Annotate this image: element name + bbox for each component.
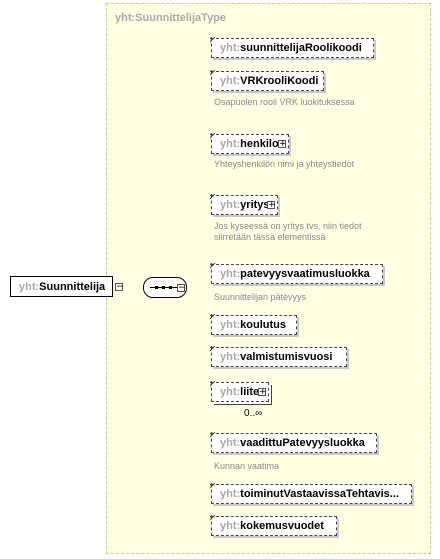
element-annotation: Suunnittelijan pätevyys xyxy=(214,292,307,302)
element-label: yht:yritys xyxy=(220,199,270,211)
type-title: yht:SuunnittelijaType xyxy=(115,12,227,24)
sequence-compositor xyxy=(143,277,187,298)
element-label: yht:toiminutVastaavissaTehtavis... xyxy=(220,488,399,500)
element-annotation: Osapuolen rooli VRK luokituksessa xyxy=(214,97,355,107)
element-corner-icon xyxy=(210,263,216,269)
collapse-root-icon[interactable]: − xyxy=(115,282,124,292)
element-corner-icon xyxy=(210,133,216,139)
element-label: yht:liite xyxy=(220,386,260,398)
element-label: yht:patevyysvaatimusluokka xyxy=(220,268,370,280)
element-box-toiminutvastaavissatehtavis-[interactable]: yht:toiminutVastaavissaTehtavis... xyxy=(210,483,412,504)
expand-icon[interactable]: + xyxy=(267,200,276,210)
element-corner-icon xyxy=(210,314,216,320)
element-label: yht:valmistumisvuosi xyxy=(220,351,333,363)
element-annotation: Yhteyshenkilön nimi ja yhteystiedot xyxy=(214,159,355,169)
element-corner-icon xyxy=(210,194,216,200)
element-label: yht:henkilo xyxy=(220,138,279,150)
element-label: yht:koulutus xyxy=(220,319,287,331)
element-corner-icon xyxy=(210,515,216,521)
element-corner-icon xyxy=(210,432,216,438)
element-label: yht:kokemusvuodet xyxy=(220,520,324,532)
element-label: yht:VRKrooliKoodi xyxy=(220,75,319,87)
element-label: yht:vaadittuPatevyysluokka xyxy=(220,437,365,449)
element-annotation: Kunnan vaatima xyxy=(214,461,280,471)
expand-icon[interactable]: + xyxy=(258,387,267,397)
expand-icon[interactable]: + xyxy=(278,139,287,149)
element-box-kokemusvuodet[interactable]: yht:kokemusvuodet xyxy=(210,515,337,536)
element-corner-icon xyxy=(210,381,216,387)
sequence-icon xyxy=(150,286,180,289)
element-corner-icon xyxy=(210,37,216,43)
element-label: yht:suunnittelijaRoolikoodi xyxy=(220,42,362,54)
element-box-suunnittelijaroolikoodi[interactable]: yht:suunnittelijaRoolikoodi xyxy=(210,37,374,58)
element-corner-icon xyxy=(210,483,216,489)
element-box-liite[interactable]: yht:liite xyxy=(210,381,269,402)
element-box-koulutus[interactable]: yht:koulutus xyxy=(210,314,297,335)
element-box-vrkroolikoodi[interactable]: yht:VRKrooliKoodi xyxy=(210,70,324,91)
element-corner-icon xyxy=(210,70,216,76)
collapse-sequence-icon[interactable]: − xyxy=(177,283,186,293)
occurrence-label: 0..∞ xyxy=(244,408,263,419)
element-box-valmistumisvuosi[interactable]: yht:valmistumisvuosi xyxy=(210,346,347,367)
element-box-yritys[interactable]: yht:yritys xyxy=(210,194,278,215)
element-box-vaadittupatevyysluokka[interactable]: yht:vaadittuPatevyysluokka xyxy=(210,432,377,453)
element-box-henkilo[interactable]: yht:henkilo xyxy=(210,133,289,154)
root-element-label: yht:Suunnittelija xyxy=(19,281,106,293)
element-box-patevyysvaatimusluokka[interactable]: yht:patevyysvaatimusluokka xyxy=(210,263,383,284)
root-element-suunnittelija[interactable]: yht:Suunnittelija xyxy=(10,276,113,297)
element-corner-icon xyxy=(210,346,216,352)
element-annotation: Jos kyseessä on yritys tvs. niin tiedot … xyxy=(214,221,362,242)
